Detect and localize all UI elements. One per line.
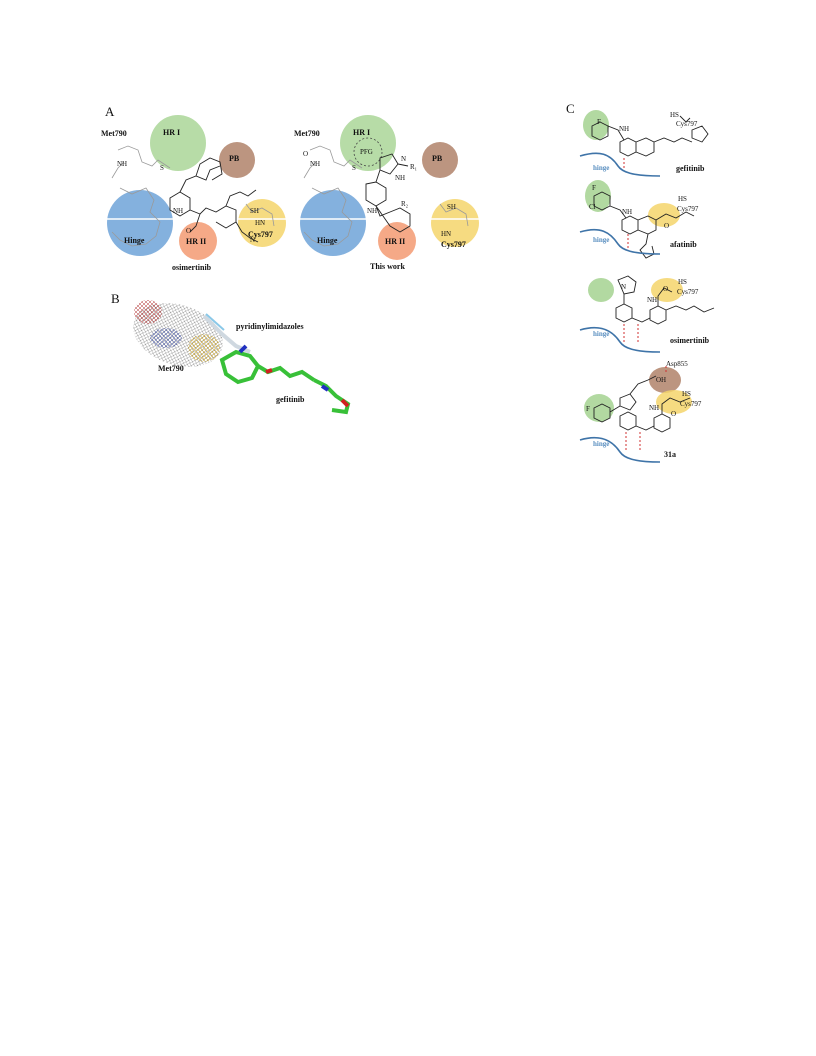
pb-region-right (422, 142, 458, 178)
gefitinib-label-b: gefitinib (276, 395, 305, 404)
osimertinib-hs-label: HS (678, 278, 687, 286)
gefitinib-hs-label: HS (670, 111, 679, 119)
nh-label-right-1: NH (310, 160, 321, 168)
osimertinib-cys797-label: Cys797 (677, 288, 699, 296)
met790-label-b: Met790 (158, 364, 184, 373)
hn-label-left: HN (255, 219, 266, 227)
cys797-label-left: Cys797 (248, 230, 273, 239)
31a-cys797-label: Cys797 (680, 400, 702, 408)
row-31a-diagram (579, 366, 692, 463)
31a-o-label: O (671, 410, 677, 418)
nh-label-left-1: NH (117, 160, 128, 168)
row-osimertinib-diagram (579, 275, 715, 353)
gefitinib-label-c: gefitinib (676, 164, 705, 173)
pb-label-left: PB (229, 154, 240, 163)
gefitinib-nh-label: NH (619, 125, 630, 133)
31a-label-c: 31a (664, 450, 676, 459)
nh-label-left-2: NH (173, 207, 184, 215)
cys797-label-right: Cys797 (441, 240, 466, 249)
afatinib-hinge-label: hinge (593, 236, 610, 244)
osimertinib-label-c: osimertinib (670, 336, 710, 345)
hinge-label-left: Hinge (124, 236, 145, 245)
hr2-region-left (179, 222, 217, 260)
o-label-left: O (186, 227, 192, 235)
sh-label-left: SH (250, 207, 259, 215)
osimertinib-n-label: N (621, 283, 627, 291)
r2-label: R₂ (401, 200, 409, 208)
met790-label-right: Met790 (294, 129, 320, 138)
afatinib-cys797-label: Cys797 (677, 205, 699, 213)
hinge-region-right (300, 190, 366, 256)
n-label-left: N (250, 236, 256, 244)
afatinib-f-label: F (592, 184, 596, 192)
nh-label-right-3: NH (395, 174, 406, 182)
n-label-right: N (401, 155, 407, 163)
osimertinib-nh-label: NH (647, 296, 658, 304)
gefitinib-hinge-label: hinge (593, 164, 610, 172)
31a-f-label: F (586, 405, 590, 413)
hr2-label-right: HR II (385, 237, 406, 246)
afatinib-hs-label: HS (678, 195, 687, 203)
gefitinib-cys797-label: Cys797 (676, 120, 698, 128)
hr2-label-left: HR II (186, 237, 207, 246)
mesh-blue-lobe (150, 328, 182, 348)
gefitinib-f-label: F (597, 118, 601, 126)
31a-nh-label: NH (649, 404, 660, 412)
afatinib-cl-label: Cl (589, 203, 596, 211)
pb-label-right: PB (432, 154, 443, 163)
met790-label-left: Met790 (101, 129, 127, 138)
panel-b-letter: B (111, 291, 120, 306)
s-label-right: S (352, 164, 356, 172)
31a-hinge-label: hinge (593, 440, 610, 448)
row-gefitinib-diagram (579, 110, 709, 177)
pyridinylimidazoles-label: pyridinylimidazoles (236, 322, 304, 331)
pb-region-left (219, 142, 255, 178)
pfg-dashed-circle (353, 137, 383, 167)
hr1-label-left: HR I (163, 128, 181, 137)
pfg-label: PFG (360, 148, 373, 156)
31a-hs-label: HS (682, 390, 691, 398)
osimertinib-label-a: osimertinib (172, 263, 212, 272)
hinge-region-left (107, 190, 173, 256)
hr1-label-right: HR I (353, 128, 371, 137)
gefitinib-sticks (219, 344, 351, 415)
s-label-left: S (160, 164, 164, 172)
mesh-red-lobe (134, 300, 162, 324)
r1-label: R₁ (410, 163, 418, 171)
panel-a-letter: A (105, 104, 115, 119)
31a-oh-label: OH (656, 376, 667, 384)
afatinib-o-label: O (664, 222, 670, 230)
hr1-region-left (150, 115, 206, 171)
31a-asp855-label: Asp855 (666, 360, 688, 368)
afatinib-nh-label: NH (622, 208, 633, 216)
row-afatinib-diagram (579, 180, 695, 259)
this-work-label: This work (370, 262, 405, 271)
sh-label-right: SH (447, 203, 456, 211)
panel-c-letter: C (566, 101, 575, 116)
mesh-yellow-lobe (188, 334, 220, 362)
hr2-region-right (378, 222, 416, 260)
cys797-region-right (431, 199, 479, 247)
nh-label-right-2: NH (367, 207, 378, 215)
o-label-right: O (303, 150, 309, 158)
osimertinib-o-label: O (663, 285, 669, 293)
cys797-region-left (238, 199, 286, 247)
hn-label-right: HN (441, 230, 452, 238)
osimertinib-hinge-label: hinge (593, 330, 610, 338)
afatinib-label-c: afatinib (670, 240, 697, 249)
hinge-label-right: Hinge (317, 236, 338, 245)
